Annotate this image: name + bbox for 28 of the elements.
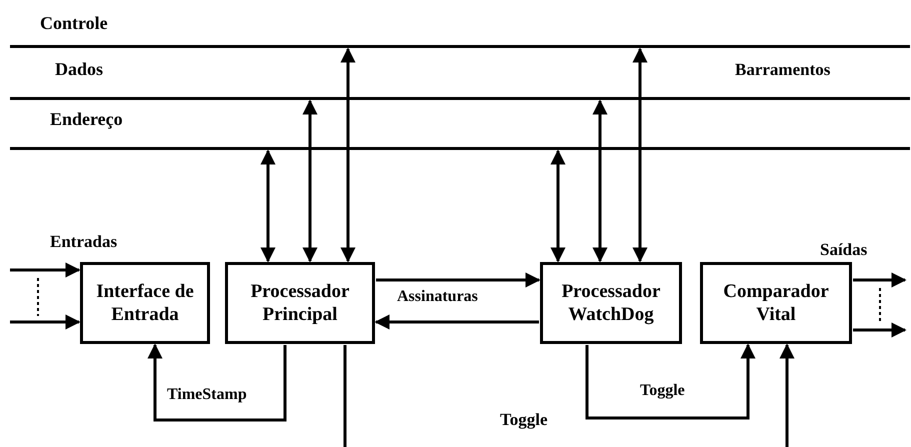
arrow xyxy=(260,150,276,262)
arrow xyxy=(632,48,648,262)
input-label: Entradas xyxy=(50,232,118,252)
arrow xyxy=(340,48,356,262)
arrow xyxy=(302,100,318,262)
bus-label: Endereço xyxy=(50,109,123,130)
signal-label: Toggle xyxy=(500,410,548,430)
output-label: Saídas xyxy=(820,240,868,260)
arrow xyxy=(148,344,286,422)
bus-group-label: Barramentos xyxy=(735,60,830,80)
edge-label: Toggle xyxy=(638,382,687,400)
process-box: Processador Principal xyxy=(225,262,375,344)
arrow xyxy=(376,272,540,288)
process-box: Comparador Vital xyxy=(700,262,852,344)
arrow xyxy=(550,150,566,262)
bus-label: Dados xyxy=(55,59,104,80)
arrow xyxy=(853,322,906,338)
arrow xyxy=(592,100,608,262)
bus-label: Controle xyxy=(40,13,108,34)
edge-label: TimeStamp xyxy=(165,386,249,404)
arrow xyxy=(10,314,80,330)
arrow xyxy=(586,344,756,420)
arrow xyxy=(853,272,906,288)
process-box: Processador WatchDog xyxy=(540,262,682,344)
arrow xyxy=(374,314,539,330)
arrow xyxy=(10,262,80,278)
process-box: Interface de Entrada xyxy=(80,262,210,344)
arrow xyxy=(780,344,794,447)
